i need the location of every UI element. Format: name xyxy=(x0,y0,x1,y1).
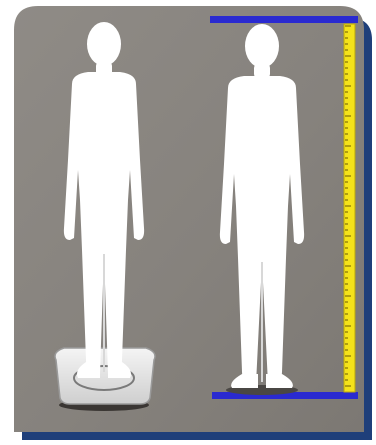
height-ruler xyxy=(344,24,355,392)
stadiometer-top-bar xyxy=(210,16,358,23)
